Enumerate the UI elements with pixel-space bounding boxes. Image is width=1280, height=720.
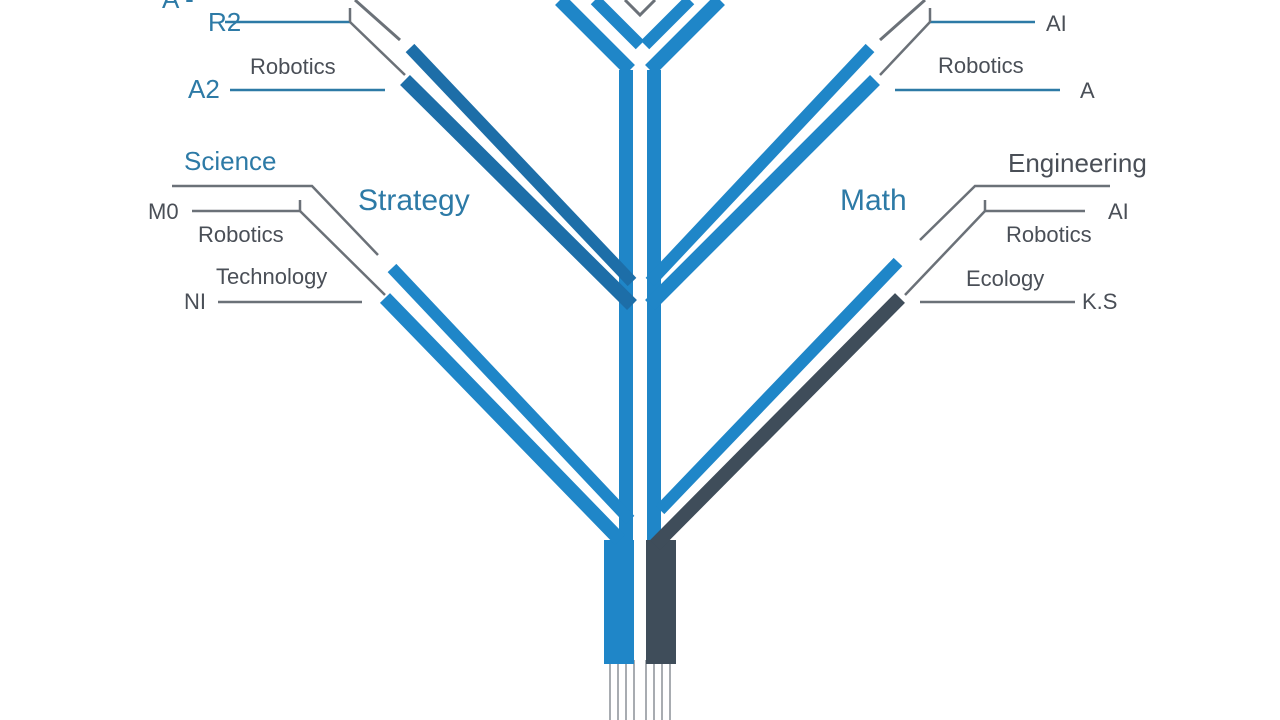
label-right-ai-top: AI (1046, 11, 1067, 36)
label-left-a2: A2 (188, 74, 220, 104)
label-science: Science (184, 146, 277, 176)
label-engineering: Engineering (1008, 148, 1147, 178)
label-left-nl: NI (184, 289, 206, 314)
root-wires (609, 660, 671, 720)
label-right-robotics-top: Robotics (938, 53, 1024, 78)
label-left-top-clipped: A - (162, 0, 194, 14)
label-math: Math (840, 184, 907, 217)
label-right-robotics-mid: Robotics (1006, 222, 1092, 247)
upper-branches (354, 0, 926, 310)
label-strategy: Strategy (358, 184, 470, 217)
label-ecology: Ecology (966, 266, 1044, 291)
label-left-m0: M0 (148, 199, 179, 224)
left-labels: A - R2 Robotics A2 Science Strategy M0 R… (148, 0, 470, 314)
label-right-ks: K.S (1082, 289, 1117, 314)
top-branches (555, 0, 725, 75)
label-technology: Technology (216, 264, 327, 289)
label-left-robotics-mid: Robotics (198, 222, 284, 247)
trunk-left-bar (604, 540, 634, 664)
label-right-ai-mid: AI (1108, 199, 1129, 224)
left-connectors (172, 8, 406, 304)
label-left-robotics-top: Robotics (250, 54, 336, 79)
right-labels: AI Robotics A Engineering Math AI Roboti… (840, 11, 1147, 314)
right-connectors (879, 8, 1110, 304)
label-left-r2: R2 (208, 7, 241, 37)
label-right-a-top: A (1080, 78, 1095, 103)
trunk (604, 540, 676, 664)
trunk-right-bar (646, 540, 676, 664)
lower-branches (379, 257, 905, 550)
